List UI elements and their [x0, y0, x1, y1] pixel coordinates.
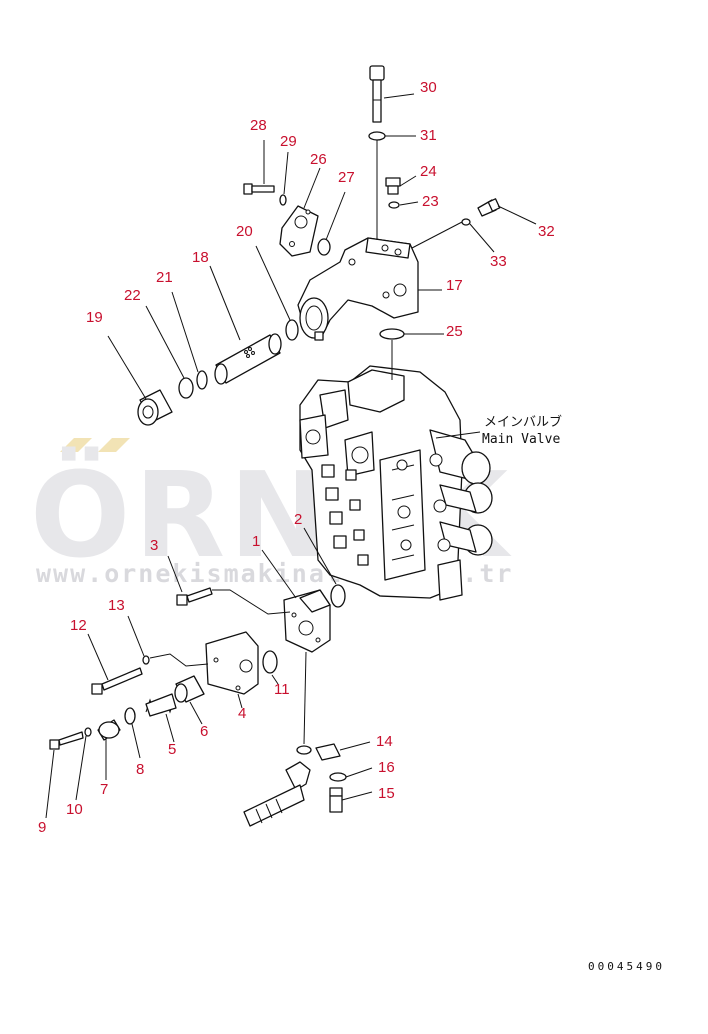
part-19-plug	[137, 389, 173, 426]
leader-lines	[45, 93, 537, 819]
drawing-number: 00045490	[588, 960, 665, 973]
callout-30: 30	[420, 79, 437, 96]
callout-27: 27	[338, 169, 355, 186]
part-30-bolt	[369, 65, 385, 123]
part-16-washer	[329, 772, 347, 782]
callout-8: 8	[136, 761, 144, 778]
o-ring-bottom	[296, 745, 312, 755]
part-3-bolt	[176, 587, 213, 606]
callout-28: 28	[250, 117, 267, 134]
part-17-valve-head	[297, 237, 419, 341]
callout-1: 1	[252, 533, 260, 550]
callout-26: 26	[310, 151, 327, 168]
note-english: Main Valve	[482, 432, 560, 447]
callout-32: 32	[538, 223, 555, 240]
callout-6: 6	[200, 723, 208, 740]
part-20-o-ring	[285, 319, 299, 341]
callout-20: 20	[236, 223, 253, 240]
callout-4: 4	[238, 705, 246, 722]
part-10-washer	[84, 727, 92, 737]
callout-25: 25	[446, 323, 463, 340]
callout-10: 10	[66, 801, 83, 818]
callout-16: 16	[378, 759, 395, 776]
note-japanese: メインバルブ	[484, 414, 562, 430]
part-27-o-ring	[317, 238, 331, 256]
hose-assembly	[243, 761, 311, 827]
callout-19: 19	[86, 309, 103, 326]
callout-21: 21	[156, 269, 173, 286]
callout-12: 12	[70, 617, 87, 634]
callout-9: 9	[38, 819, 46, 836]
callout-22: 22	[124, 287, 141, 304]
main-valve-assembly	[299, 365, 493, 601]
part-33-o-ring	[461, 218, 471, 226]
callout-15: 15	[378, 785, 395, 802]
part-28-bolt	[243, 183, 275, 195]
callout-14: 14	[376, 733, 393, 750]
part-25-o-ring	[379, 328, 405, 340]
callout-17: 17	[446, 277, 463, 294]
callout-18: 18	[192, 249, 209, 266]
callout-24: 24	[420, 163, 437, 180]
part-14-elbow	[315, 743, 341, 761]
callout-13: 13	[108, 597, 125, 614]
callout-2: 2	[294, 511, 302, 528]
callout-labels: 30 31 24 23 32 33 17 25 28 29 26 27 20 1…	[38, 79, 555, 836]
part-8-o-ring	[124, 707, 136, 725]
part-2-o-ring	[330, 584, 346, 608]
part-22-ring	[178, 377, 194, 399]
part-18-filter	[214, 333, 282, 385]
callout-5: 5	[168, 741, 176, 758]
callout-29: 29	[280, 133, 297, 150]
part-29-washer	[279, 194, 287, 206]
part-31-washer	[368, 131, 386, 141]
callout-33: 33	[490, 253, 507, 270]
part-24-plug	[385, 177, 401, 195]
part-21-ring	[196, 370, 208, 390]
part-7-cover	[97, 719, 121, 741]
callout-11: 11	[274, 681, 290, 698]
callout-31: 31	[420, 127, 437, 144]
part-1-block	[283, 589, 331, 653]
part-15-bolt	[329, 787, 343, 813]
watermark-accent-mark	[98, 438, 130, 452]
part-23-o-ring	[388, 201, 400, 209]
watermark-accent-mark	[60, 438, 92, 452]
callout-7: 7	[100, 781, 108, 798]
callout-3: 3	[150, 537, 158, 554]
part-4-block	[205, 631, 259, 695]
part-13-washer	[142, 655, 150, 665]
part-32-fitting	[477, 198, 501, 217]
part-26-flange	[279, 205, 319, 257]
callout-23: 23	[422, 193, 439, 210]
part-5-spring	[145, 693, 177, 717]
part-6-piston	[174, 675, 205, 703]
part-9-bolt	[49, 731, 84, 750]
part-11-o-ring	[262, 650, 278, 674]
main-valve-note: メインバルブ Main Valve	[482, 414, 562, 447]
part-12-bolt	[91, 667, 143, 695]
